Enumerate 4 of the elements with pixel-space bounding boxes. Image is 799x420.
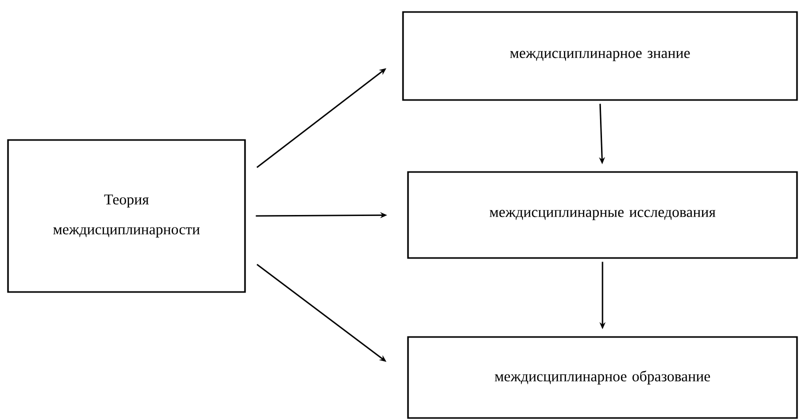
process-box: междисциплинарное образование <box>407 336 798 419</box>
process-box: междисциплинарное знание <box>402 11 798 101</box>
process-box: междисциплинарные исследования <box>407 171 798 259</box>
process-box: Теория междисциплинарности <box>7 139 246 293</box>
